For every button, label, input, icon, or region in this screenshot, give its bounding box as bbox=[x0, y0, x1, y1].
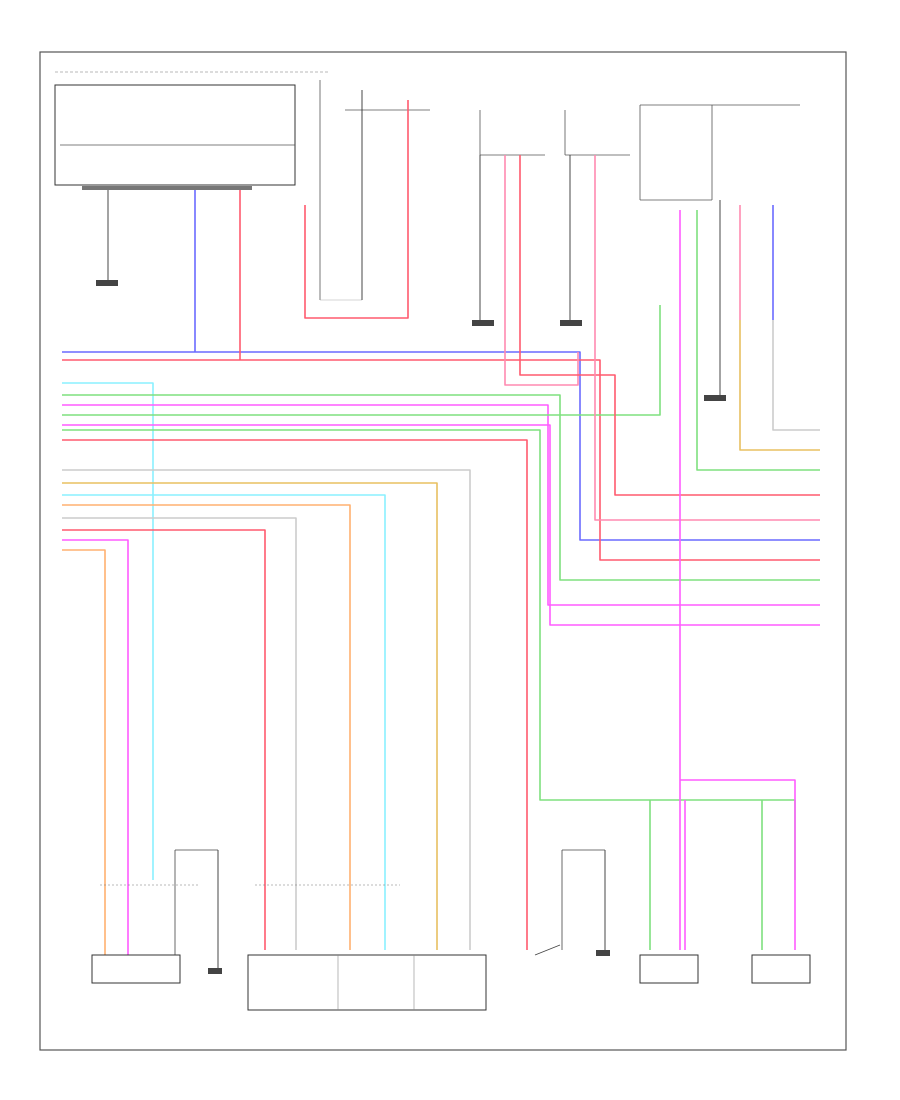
gray-wire-13 bbox=[62, 517, 297, 950]
ground-points bbox=[96, 280, 726, 974]
center-switches bbox=[319, 80, 430, 301]
ground-symbol bbox=[472, 320, 494, 326]
cyan-wire-11 bbox=[62, 494, 386, 950]
blue-wire-0 bbox=[62, 351, 820, 541]
green-wire-5 bbox=[62, 305, 661, 416]
orange-wire-12 bbox=[62, 504, 351, 950]
magenta-wire-30 bbox=[680, 779, 796, 950]
component-box bbox=[639, 954, 699, 984]
ground-symbol bbox=[560, 320, 582, 326]
ground-symbol bbox=[96, 280, 118, 286]
red-wire-19 bbox=[304, 100, 409, 319]
red-wire-1 bbox=[62, 359, 820, 561]
control-module-1 bbox=[479, 110, 545, 156]
junction-box-top-left bbox=[54, 71, 330, 190]
diagram-frame bbox=[39, 51, 847, 1051]
red-wire-21 bbox=[519, 155, 820, 496]
component-box bbox=[247, 954, 487, 1011]
control-module-2 bbox=[564, 110, 630, 156]
red-wire-14 bbox=[62, 529, 266, 950]
yellow-wire-10 bbox=[62, 482, 438, 950]
wire-layer bbox=[62, 90, 820, 968]
ground-symbol bbox=[596, 950, 610, 956]
bottom-components bbox=[91, 849, 811, 1011]
orange-wire-16 bbox=[62, 549, 106, 955]
yellow-wire-25 bbox=[739, 320, 820, 451]
magenta-wire-15 bbox=[62, 539, 129, 955]
cyan-wire-2 bbox=[62, 382, 154, 880]
pink-wire-22 bbox=[594, 155, 820, 521]
magenta-wire-4 bbox=[62, 404, 820, 606]
magenta-wire-6 bbox=[62, 424, 820, 626]
component-box bbox=[91, 954, 181, 984]
ground-symbol bbox=[208, 968, 222, 974]
red-wire-8 bbox=[62, 439, 528, 950]
control-module-3 bbox=[639, 104, 800, 201]
pink-wire-20 bbox=[504, 155, 579, 386]
gray-wire-28 bbox=[772, 320, 820, 431]
ground-symbol bbox=[704, 395, 726, 401]
green-wire-24 bbox=[696, 210, 820, 471]
component-box bbox=[751, 954, 811, 984]
gray-wire-9 bbox=[62, 469, 471, 950]
green-wire-3 bbox=[62, 394, 820, 581]
